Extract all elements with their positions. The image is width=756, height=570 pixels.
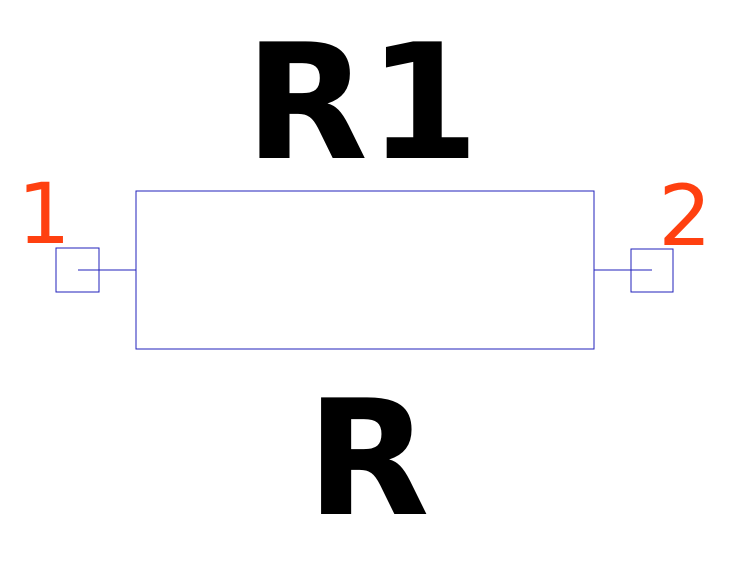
pin-2-number: 2 <box>658 167 711 265</box>
resistor-body <box>135 190 595 350</box>
pin-1-pad[interactable] <box>55 247 100 293</box>
component-value: R <box>306 365 429 552</box>
pin-2-pad[interactable] <box>630 248 674 293</box>
component-designator: R1 <box>245 9 480 196</box>
pin-1-number: 1 <box>17 165 70 263</box>
